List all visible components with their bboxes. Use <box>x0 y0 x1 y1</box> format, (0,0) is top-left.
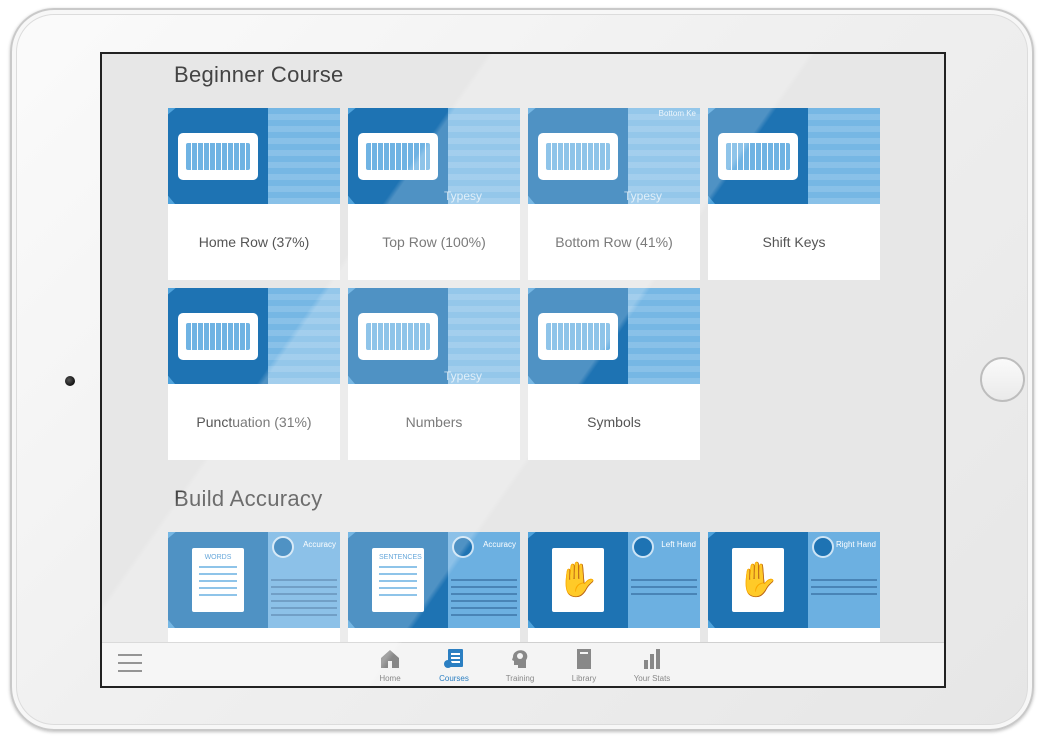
course-thumbnail: Accuracy SENTENCES <box>348 532 520 628</box>
right-hand-icon: ✋ <box>732 548 784 612</box>
keyboard-icon <box>358 133 438 180</box>
course-card-label: Home Row (37%) <box>198 234 310 250</box>
keyboard-icon <box>538 133 618 180</box>
gauge-icon <box>812 536 834 558</box>
course-card-left-hand[interactable]: Left Hand ✋ <box>528 532 700 646</box>
document-icon: SENTENCES <box>372 548 424 612</box>
course-card-top-row[interactable]: Typesy Top Row (100%) <box>348 108 520 280</box>
camera-icon <box>65 376 75 386</box>
home-hardware-button[interactable] <box>980 357 1025 402</box>
course-list[interactable]: Beginner Course Home Row (37%) Typesy To… <box>102 54 944 646</box>
course-thumbnail: Accuracy WORDS <box>168 532 340 628</box>
brand-watermark: Typesy <box>444 369 483 383</box>
course-card-punctuation[interactable]: Punctuation (31%) <box>168 288 340 460</box>
tab-label: Training <box>505 674 535 683</box>
course-card-sentences[interactable]: Accuracy SENTENCES <box>348 532 520 646</box>
tab-home[interactable]: Home <box>360 647 420 683</box>
gauge-icon <box>632 536 654 558</box>
tab-label: Courses <box>439 674 469 683</box>
document-title: WORDS <box>204 554 232 561</box>
tab-label: Home <box>379 674 401 683</box>
course-thumbnail: Typesy <box>348 288 520 384</box>
brain-head-icon <box>512 650 528 668</box>
course-card-label: Symbols <box>587 414 641 430</box>
gauge-icon <box>452 536 474 558</box>
section-title-beginner: Beginner Course <box>174 62 344 87</box>
course-card-label: Punctuation (31%) <box>196 414 312 430</box>
course-card-home-row[interactable]: Home Row (37%) <box>168 108 340 280</box>
section-title-accuracy: Build Accuracy <box>174 486 323 511</box>
course-thumbnail: Bottom Ke Typesy <box>528 108 700 204</box>
course-thumbnail <box>528 288 700 384</box>
course-thumbnail <box>708 108 880 204</box>
book-icon <box>577 649 591 669</box>
course-thumbnail <box>168 108 340 204</box>
app-screen: Beginner Course Home Row (37%) Typesy To… <box>100 52 946 688</box>
tab-label: Your Stats <box>633 674 671 683</box>
tab-courses[interactable]: Courses <box>424 647 484 683</box>
course-card-right-hand[interactable]: Right Hand ✋ <box>708 532 880 646</box>
keyboard-icon <box>718 133 798 180</box>
thumbnail-panel: Accuracy <box>268 532 340 628</box>
course-thumbnail <box>168 288 340 384</box>
left-hand-icon: ✋ <box>552 548 604 612</box>
panel-title: Accuracy <box>483 540 516 549</box>
course-card-numbers[interactable]: Typesy Numbers <box>348 288 520 460</box>
keyboard-icon <box>538 313 618 360</box>
tab-library[interactable]: Library <box>554 647 614 683</box>
house-icon <box>381 650 399 668</box>
keyboard-icon <box>178 313 258 360</box>
course-card-shift-keys[interactable]: Shift Keys <box>708 108 880 280</box>
document-title: SENTENCES <box>379 554 422 561</box>
brand-watermark: Typesy <box>444 189 483 203</box>
course-thumbnail: Left Hand ✋ <box>528 532 700 628</box>
course-card-label: Top Row (100%) <box>382 234 486 250</box>
keyboard-icon <box>358 313 438 360</box>
tab-your-stats[interactable]: Your Stats <box>622 647 682 683</box>
course-card-label: Bottom Row (41%) <box>555 234 673 250</box>
keyboard-icon <box>178 133 258 180</box>
thumbnail-caption: Bottom Ke <box>658 109 696 118</box>
gauge-icon <box>272 536 294 558</box>
tab-training[interactable]: Training <box>490 647 550 683</box>
course-card-bottom-row[interactable]: Bottom Ke Typesy Bottom Row (41%) <box>528 108 700 280</box>
courses-icon <box>444 649 463 668</box>
course-thumbnail: Typesy <box>348 108 520 204</box>
course-card-label: Numbers <box>405 414 463 430</box>
panel-title: Right Hand <box>835 540 876 549</box>
brand-watermark: Typesy <box>624 189 663 203</box>
thumbnail-panel: Right Hand <box>808 532 880 628</box>
tab-label: Library <box>571 674 597 683</box>
course-card-words[interactable]: Accuracy WORDS <box>168 532 340 646</box>
hamburger-menu-icon[interactable] <box>118 654 142 674</box>
thumbnail-panel: Accuracy <box>448 532 520 628</box>
bottom-tab-bar: Home Courses Training Library Your Stats <box>102 642 944 686</box>
course-card-label: Shift Keys <box>762 234 826 250</box>
bar-chart-icon <box>644 649 660 669</box>
panel-title: Accuracy <box>303 540 336 549</box>
course-thumbnail: Right Hand ✋ <box>708 532 880 628</box>
panel-title: Left Hand <box>661 540 696 549</box>
course-card-symbols[interactable]: Symbols <box>528 288 700 460</box>
thumbnail-panel: Left Hand <box>628 532 700 628</box>
document-icon: WORDS <box>192 548 244 612</box>
